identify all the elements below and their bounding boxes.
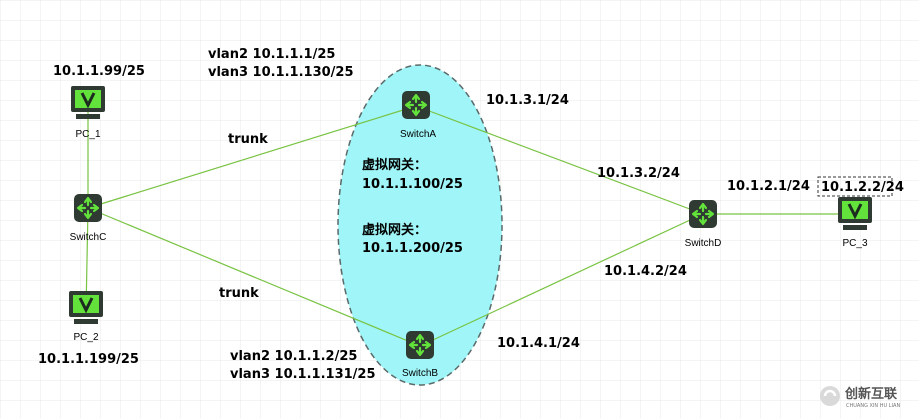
switcha-uplink-ip: 10.1.3.1/24 xyxy=(486,93,569,108)
switchb-uplink-ip: 10.1.4.1/24 xyxy=(497,336,580,351)
switchc-node[interactable]: SwitchC xyxy=(70,192,107,243)
switchd-node[interactable]: SwitchD xyxy=(685,198,722,249)
switchb-vlan3-label: vlan3 10.1.1.131/25 xyxy=(230,367,376,382)
switch-router-icon xyxy=(400,89,432,121)
link-switchc-switchb xyxy=(87,207,421,347)
switchb-vlan2-label: vlan2 10.1.1.2/25 xyxy=(230,349,357,364)
trunk-bottom-label: trunk xyxy=(219,286,259,301)
virtual-gateway-1-ip: 10.1.1.100/25 xyxy=(362,177,463,192)
pc-monitor-icon xyxy=(836,195,874,232)
switch-router-icon xyxy=(404,329,436,361)
pc-monitor-icon xyxy=(67,289,105,326)
switch-router-icon xyxy=(687,198,719,230)
watermark-subtext: CHUANG XIN HU LIAN xyxy=(846,403,900,409)
virtual-gateway-1-title: 虚拟网关： xyxy=(362,157,427,173)
switcha-vlan2-label: vlan2 10.1.1.1/25 xyxy=(208,47,335,62)
switchb-label: SwitchB xyxy=(402,368,438,379)
virtual-gateway-2-title: 虚拟网关： xyxy=(362,222,427,238)
switchb-node[interactable]: SwitchB xyxy=(402,329,438,379)
pc1-node[interactable]: PC_1 xyxy=(69,84,107,140)
pc3-ip-selection-box[interactable] xyxy=(817,176,893,197)
switcha-label: SwitchA xyxy=(400,129,436,140)
trunk-top-label: trunk xyxy=(228,132,268,147)
switchd-link-a-ip: 10.1.3.2/24 xyxy=(597,166,680,181)
pc3-node[interactable]: PC_3 xyxy=(836,195,874,249)
pc2-ip-label: 10.1.1.199/25 xyxy=(38,352,139,367)
pc3-ip-label: 10.1.2.2/24 xyxy=(821,180,904,195)
switchc-label: SwitchC xyxy=(70,232,107,243)
pc2-label: PC_2 xyxy=(73,332,98,343)
link-switchb-switchd xyxy=(419,213,704,347)
pc2-node[interactable]: PC_2 xyxy=(67,289,105,343)
link-switcha-switchd xyxy=(415,105,704,215)
pc1-label: PC_1 xyxy=(75,129,100,140)
brand-logo-icon xyxy=(820,386,840,406)
watermark: 创新互联 CHUANG XIN HU LIAN xyxy=(820,386,900,409)
switch-router-icon xyxy=(72,192,104,224)
watermark-text: 创新互联 xyxy=(844,386,897,402)
pc3-label: PC_3 xyxy=(842,238,867,249)
virtual-gateway-group xyxy=(337,64,503,386)
switcha-vlan3-label: vlan3 10.1.1.130/25 xyxy=(208,65,354,80)
pc1-ip-label: 10.1.1.99/25 xyxy=(53,64,145,79)
virtual-gateway-2-ip: 10.1.1.200/25 xyxy=(362,241,463,256)
switcha-node[interactable]: SwitchA xyxy=(400,89,436,140)
switchd-pc3-link-ip: 10.1.2.1/24 xyxy=(727,179,810,194)
link-switchc-switcha xyxy=(87,105,417,209)
switchd-link-b-ip: 10.1.4.2/24 xyxy=(604,264,687,279)
switchd-label: SwitchD xyxy=(685,238,722,249)
pc-monitor-icon xyxy=(69,84,107,121)
